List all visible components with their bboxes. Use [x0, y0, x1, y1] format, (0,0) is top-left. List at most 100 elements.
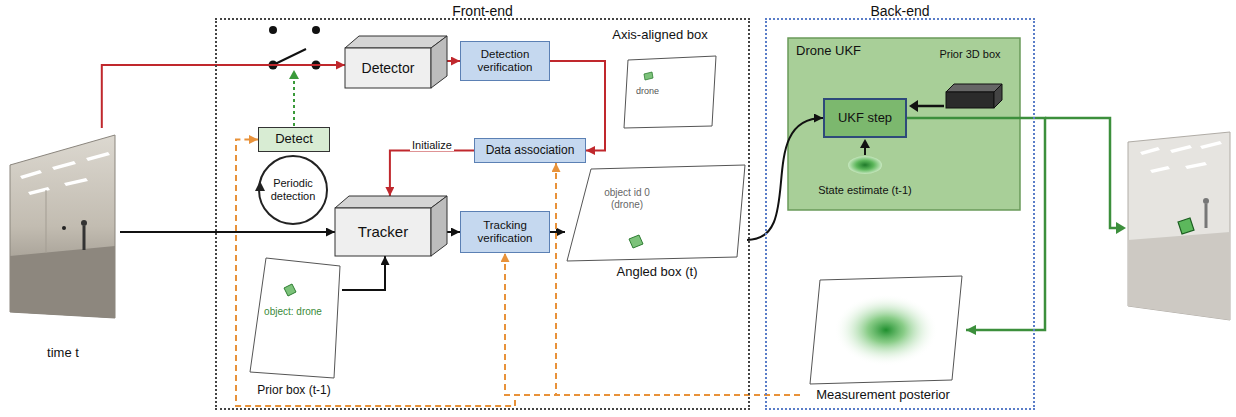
- drawing-part: [946, 92, 994, 108]
- drawing-part: [1170, 145, 1192, 153]
- output-branch-wire: [1045, 118, 1126, 234]
- drawing-part: [431, 196, 447, 256]
- label-text: Front-end: [417, 3, 548, 19]
- connector: [447, 231, 460, 233]
- measurement-panel: Measurement posterior: [800, 276, 966, 406]
- drawing-part: [1203, 198, 1209, 204]
- drawing-part: [86, 152, 110, 161]
- label-text: Periodic detection: [264, 177, 322, 202]
- label-text: Tracker: [358, 223, 408, 240]
- drawing-part: [10, 135, 115, 318]
- illustration: [246, 256, 342, 404]
- label-text: Detector: [362, 60, 415, 76]
- connector: [120, 231, 335, 233]
- connector: [556, 163, 800, 395]
- drawing-part: [864, 147, 866, 155]
- text-slot: Axis-aligned box: [598, 28, 722, 43]
- text-slot: drone: [636, 86, 696, 96]
- drawing-part: [250, 258, 340, 378]
- detection-switch: [269, 26, 321, 70]
- label-text: Initialize: [410, 139, 454, 152]
- connector: [236, 140, 800, 407]
- prior-box-panel: object: dronePrior box (t-1): [246, 256, 342, 404]
- label-text: Measurement posterior: [800, 388, 966, 403]
- drawing-part: [917, 105, 944, 108]
- panel-fill: [788, 38, 1020, 210]
- drawing-part: [644, 72, 653, 80]
- drawing-part: [1200, 141, 1222, 149]
- drawing-part: [810, 276, 962, 384]
- drawing-part: [624, 56, 716, 128]
- connector: [342, 256, 385, 290]
- drawing-part: [629, 235, 643, 248]
- illustration: [6, 128, 120, 368]
- text-slot: time t: [6, 346, 120, 361]
- text-slot: State estimate (t-1): [805, 184, 925, 197]
- drawing-part: [335, 208, 431, 256]
- label-text: Angled box (t): [595, 265, 719, 280]
- label-text: Drone UKF: [796, 44, 906, 59]
- connector: [550, 231, 565, 233]
- text-slot: Measurement posterior: [800, 388, 966, 403]
- drawing-part: [46, 190, 47, 253]
- connector: [505, 253, 800, 395]
- drawing-part: [284, 284, 296, 296]
- drawing-part: [255, 181, 265, 191]
- text-slot: Initialize: [382, 135, 482, 153]
- text-slot: Prior 3D box: [922, 48, 1018, 61]
- label-text: Tracking verification: [465, 219, 545, 245]
- illustration: [598, 28, 722, 128]
- periodic-detection-loop: Periodic detection: [258, 155, 328, 225]
- drawing-part: [312, 26, 320, 34]
- drawing-part: [431, 36, 447, 88]
- state-estimate-label: State estimate (t-1): [805, 184, 925, 197]
- label-text: UKF step: [838, 111, 892, 126]
- camera-frame: [10, 135, 115, 318]
- label-text: drone: [636, 86, 696, 96]
- label-text: object: drone: [258, 306, 328, 318]
- text-slot: Drone UKF: [796, 44, 906, 59]
- drawing-part: [994, 84, 1002, 108]
- drawing-part: [1116, 222, 1126, 234]
- label-text: Detect: [275, 132, 313, 147]
- front-end-region: Front-endDetectPeriodic detectionDetecto…: [215, 18, 750, 410]
- drawing-part: [567, 165, 745, 261]
- drawing-part: [1178, 218, 1194, 234]
- ukf-step-box: UKF step: [823, 98, 907, 138]
- drawing-part: [20, 170, 42, 179]
- label-text: time t: [6, 346, 120, 361]
- label-text: Back-end: [847, 3, 953, 19]
- drawing-part: [345, 36, 447, 48]
- text-slot: object: drone: [258, 306, 328, 318]
- text-slot: object id 0 (drone): [587, 187, 667, 210]
- drawing-part: [1185, 162, 1207, 169]
- prior-3d-box-icon: [946, 84, 1002, 108]
- association-box: Data association: [474, 138, 586, 163]
- axis-aligned-panel: Axis-aligned box drone: [598, 28, 722, 128]
- drawing-part: [345, 48, 431, 88]
- illustration: [800, 276, 966, 406]
- connector: [390, 151, 474, 197]
- drawing-part: [273, 49, 306, 65]
- connector: [747, 118, 823, 240]
- text-slot: Back-end: [847, 3, 953, 19]
- back-end-region: Back-endDrone UKFUKF stepMeasurement pos…: [765, 18, 1035, 410]
- detector-block: Detector: [345, 36, 447, 88]
- tracker-block: Tracker: [335, 196, 447, 256]
- label-text: Data association: [486, 144, 575, 158]
- detect-trigger-arrow: [289, 70, 299, 126]
- detect-box: Detect: [258, 127, 330, 152]
- drawing-part: [83, 226, 86, 250]
- drawing-part: [909, 100, 918, 112]
- input-frame: time t: [6, 128, 120, 368]
- drawing-part: [293, 78, 295, 126]
- connector: [447, 60, 460, 62]
- drawing-part: [1128, 232, 1230, 320]
- drawing-part: [335, 196, 447, 208]
- angled-box-panel: object id 0 (drone) Angled box (t): [565, 165, 747, 285]
- label-text: Detection verification: [465, 48, 545, 74]
- drawing-part: [62, 226, 66, 230]
- connector: [102, 65, 345, 128]
- output-frame: [1128, 132, 1230, 320]
